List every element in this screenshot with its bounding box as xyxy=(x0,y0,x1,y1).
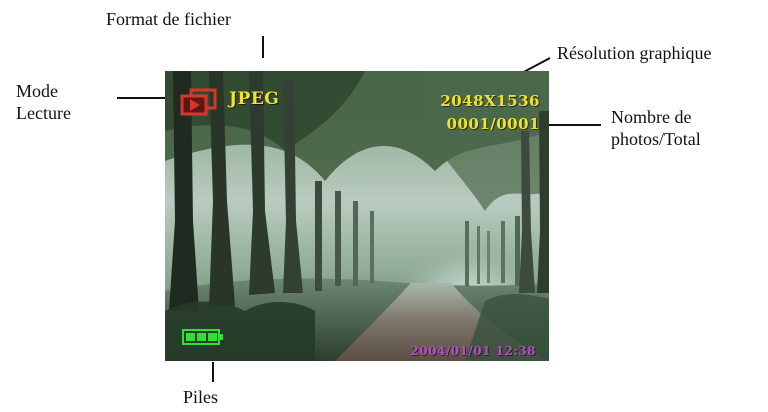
playback-mode-leader-line xyxy=(117,97,168,99)
resolution-callout-text: Résolution graphique xyxy=(557,43,712,63)
file-format-callout: Format de fichier xyxy=(106,8,231,30)
playback-mode-callout-line-1: Mode xyxy=(16,81,58,101)
battery-callout-text: Piles xyxy=(183,387,219,407)
image-resolution-indicator: 2048X1536 xyxy=(440,92,540,110)
battery-leader-line xyxy=(212,362,214,382)
datetime-stamp: 2004/01/01 12:38 xyxy=(410,344,536,358)
photo-counter-indicator: 0001/0001 xyxy=(446,115,540,133)
battery-icon xyxy=(182,329,223,345)
playback-mode-icon xyxy=(180,88,217,116)
file-format-leader-line xyxy=(262,36,264,58)
photo-count-callout: Nombre de photos/Total xyxy=(611,106,701,150)
resolution-callout: Résolution graphique xyxy=(557,42,711,64)
file-format-indicator: JPEG xyxy=(229,89,280,109)
playback-mode-callout-line-2: Lecture xyxy=(16,103,71,123)
file-format-callout-text: Format de fichier xyxy=(106,9,231,29)
playback-mode-callout: Mode Lecture xyxy=(16,80,71,124)
photo-count-leader-line xyxy=(549,124,601,126)
photo-count-callout-line-2: photos/Total xyxy=(611,129,701,149)
forest-path-photo xyxy=(165,71,549,361)
battery-callout: Piles xyxy=(183,386,218,408)
photo-count-callout-line-1: Nombre de xyxy=(611,107,692,127)
lcd-preview-screen: JPEG 2048X1536 0001/0001 2004/01/01 12:3… xyxy=(165,71,549,361)
